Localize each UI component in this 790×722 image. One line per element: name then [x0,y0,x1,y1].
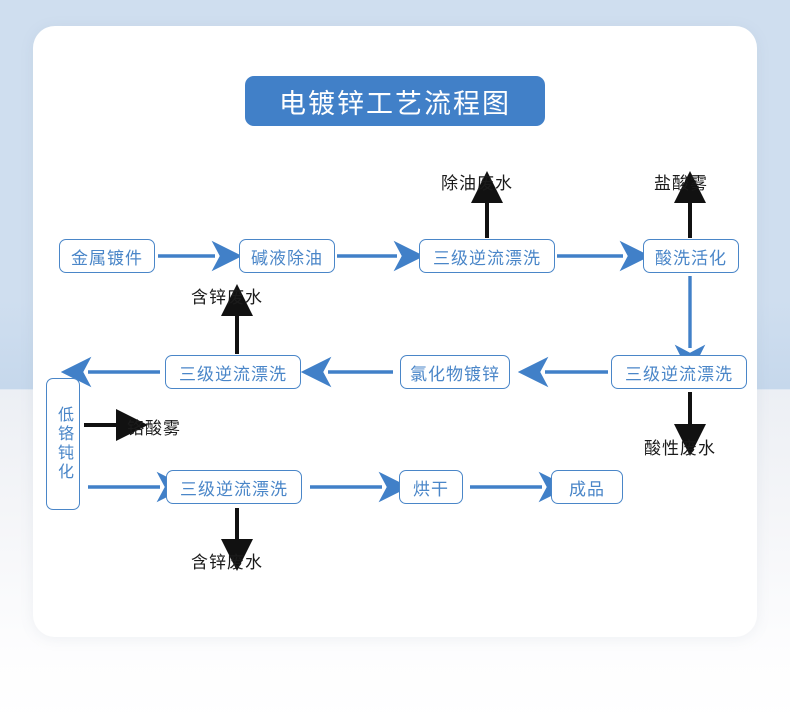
node-three-stage-rinse-2[interactable]: 三级逆流漂洗 [611,355,747,389]
node-low-chromium-passivation[interactable]: 低铬钝化 [46,378,80,510]
node-drying[interactable]: 烘干 [399,470,463,504]
label-zinc-wastewater-row2: 含锌废水 [191,288,263,307]
node-chloride-zinc-plating[interactable]: 氯化物镀锌 [400,355,510,389]
node-finished-product[interactable]: 成品 [551,470,623,504]
label-hydrochloric-acid-mist: 盐酸雾 [654,174,708,193]
label-degreasing-wastewater: 除油废水 [441,174,513,193]
label-zinc-wastewater-row3: 含锌废水 [191,553,263,572]
flowchart-card [33,26,757,637]
label-chromic-acid-mist: 铬酸雾 [127,419,181,438]
page-title: 电镀锌工艺流程图 [245,76,545,126]
label-acidic-wastewater: 酸性废水 [644,439,716,458]
node-three-stage-rinse-1[interactable]: 三级逆流漂洗 [419,239,555,273]
node-three-stage-rinse-4[interactable]: 三级逆流漂洗 [166,470,302,504]
node-three-stage-rinse-3[interactable]: 三级逆流漂洗 [165,355,301,389]
node-metal-plating-part[interactable]: 金属镀件 [59,239,155,273]
node-alkaline-degreasing[interactable]: 碱液除油 [239,239,335,273]
node-acid-pickling-activation[interactable]: 酸洗活化 [643,239,739,273]
